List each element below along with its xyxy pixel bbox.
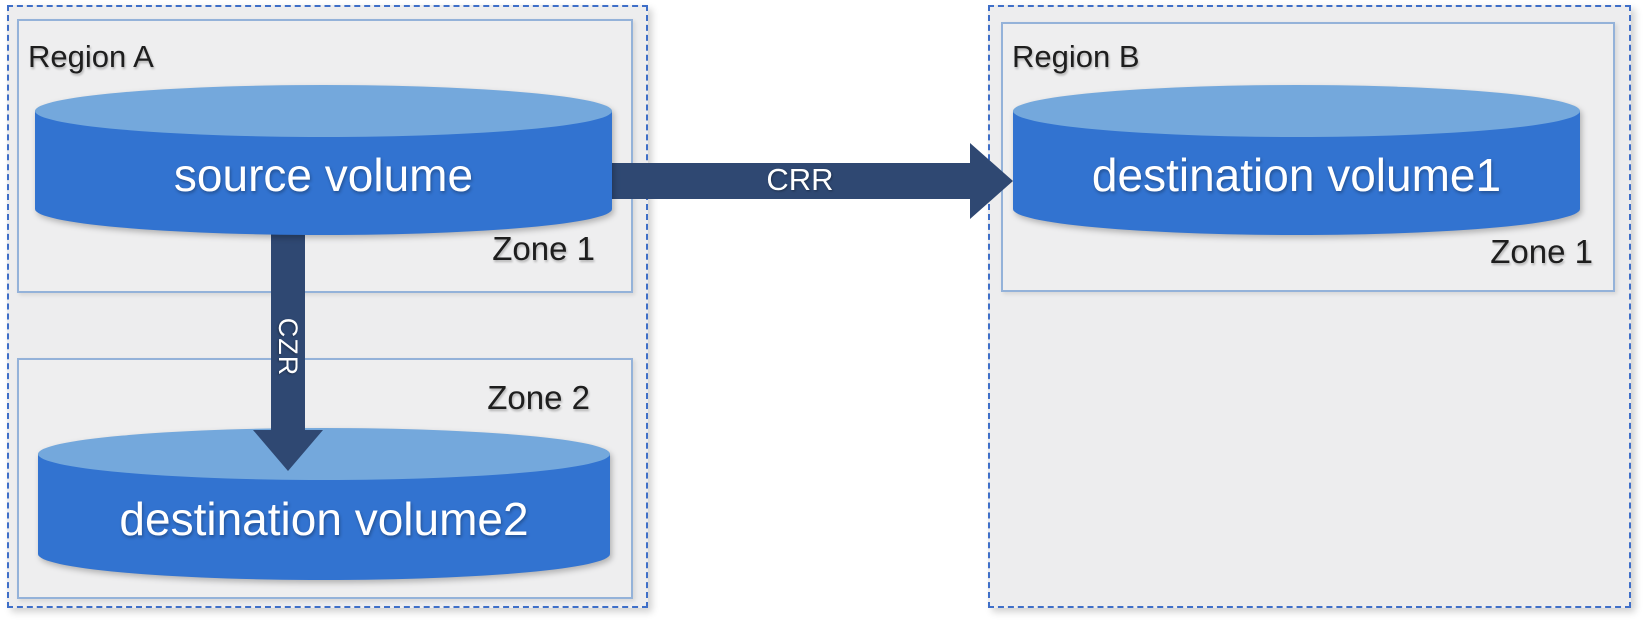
database-cylinder-icon — [1013, 85, 1580, 235]
czr-arrow-label: CZR — [273, 317, 304, 377]
czr-arrow — [253, 220, 323, 471]
region-a-label: Region A — [28, 39, 154, 74]
region-b-zone1-label: Zone 1 — [1490, 233, 1593, 270]
database-cylinder-icon — [38, 428, 610, 580]
source-volume-cylinder: source volume — [35, 85, 612, 235]
region-b-label: Region B — [1012, 39, 1140, 74]
region-a-zone2-label: Zone 2 — [487, 379, 590, 416]
crr-arrow — [592, 143, 1013, 219]
region-a-zone1-label: Zone 1 — [492, 230, 595, 267]
crr-arrow-label: CRR — [766, 162, 834, 197]
destination-volume1-cylinder: destination volume1 — [1013, 85, 1580, 235]
database-cylinder-icon — [35, 85, 612, 235]
